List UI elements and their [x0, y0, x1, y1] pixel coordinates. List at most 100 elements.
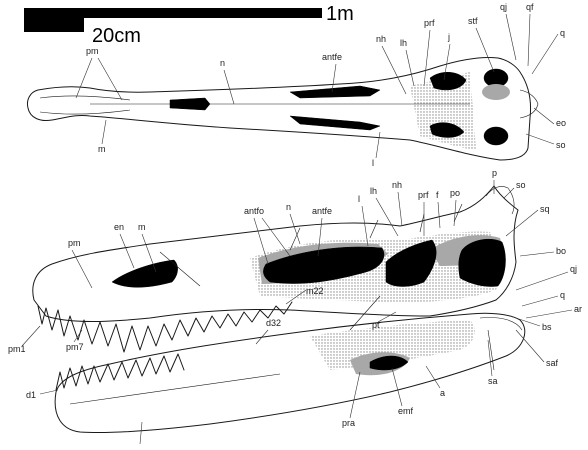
scale-bar-20cm	[24, 18, 84, 32]
lateral-labels: pm en m antfo n antfe l lh nh prf f po p…	[8, 168, 582, 445]
leader-lat-f	[437, 201, 441, 229]
dorsal-occipital	[519, 89, 539, 119]
label-lat-m: m	[138, 222, 146, 232]
lateral-mandibular-fenestra	[369, 355, 409, 371]
label-lat-d1: d1	[26, 390, 36, 400]
leader-dorsal-qf	[527, 13, 531, 67]
leader-lat-antfe	[317, 217, 323, 257]
leader-lat-bottom	[139, 421, 143, 445]
label-lat-qj: qj	[570, 264, 577, 274]
dorsal-labels: pm n antfe nh lh prf j stf qj qf q eo so…	[75, 2, 566, 168]
leader-lat-d1	[39, 389, 59, 395]
label-lat-l: l	[358, 194, 360, 204]
label-lat-n: n	[286, 202, 291, 212]
lateral-crest	[485, 186, 515, 215]
dorsal-stf-shade	[482, 84, 510, 100]
leader-lat-antfo-1	[253, 217, 269, 265]
leader-lat-qj	[515, 271, 569, 291]
label-lat-q: q	[560, 290, 565, 300]
leader-dorsal-m	[101, 119, 107, 145]
label-lat-nh: nh	[392, 180, 402, 190]
label-lat-bo: bo	[556, 246, 566, 256]
lateral-lower-teeth	[55, 353, 185, 391]
leader-lat-lh	[375, 197, 399, 237]
leader-lat-sq	[505, 209, 539, 237]
lateral-sutures	[159, 203, 463, 331]
dorsal-orbit-right	[429, 122, 465, 138]
label-dorsal-eo: eo	[556, 118, 566, 128]
label-lat-pm: pm	[68, 238, 81, 248]
label-lat-po: po	[450, 188, 460, 198]
dorsal-premax-suture	[39, 95, 131, 115]
leader-dorsal-so	[525, 133, 555, 145]
lateral-upper-teeth	[37, 301, 293, 353]
scale-label-1m: 1m	[326, 3, 354, 25]
label-dorsal-m: m	[98, 144, 106, 154]
dorsal-orbit-left	[429, 72, 467, 91]
label-lat-pt: pt	[372, 320, 380, 330]
leader-dorsal-pm-2	[97, 57, 123, 101]
lateral-articular	[479, 317, 523, 371]
leader-lat-l	[361, 205, 369, 247]
leader-dorsal-j	[443, 43, 451, 81]
leader-lat-po	[453, 199, 457, 227]
leader-lat-pm	[71, 249, 93, 289]
label-lat-a: a	[440, 388, 445, 398]
leader-lat-bo	[519, 251, 555, 257]
label-dorsal-n: n	[220, 58, 225, 68]
label-lat-pm7: pm7	[66, 342, 84, 352]
leader-dorsal-eo	[533, 107, 555, 125]
label-lat-lh: lh	[370, 186, 377, 196]
leader-lat-a	[425, 365, 441, 389]
label-lat-antfo: antfo	[244, 206, 264, 216]
label-dorsal-q: q	[560, 28, 565, 38]
leader-dorsal-n	[223, 69, 235, 105]
label-dorsal-pm: pm	[86, 46, 99, 56]
leader-lat-so	[503, 187, 515, 199]
leader-lat-sa	[487, 339, 493, 377]
scale-bar-group: 1m 20cm	[24, 3, 354, 47]
leader-dorsal-stf	[475, 27, 495, 73]
label-lat-emf: emf	[398, 406, 414, 416]
leader-lat-en	[119, 233, 135, 269]
label-lat-so: so	[516, 180, 526, 190]
label-lat-pra: pra	[342, 418, 355, 428]
dorsal-stf-right	[483, 126, 509, 146]
leader-dorsal-l	[375, 131, 381, 159]
label-lat-f: f	[436, 190, 439, 200]
lateral-external-naris	[111, 259, 178, 288]
leader-lat-n	[289, 213, 301, 245]
leader-dorsal-antfe	[331, 63, 337, 93]
label-lat-sa: sa	[488, 376, 498, 386]
label-dorsal-j: j	[447, 32, 450, 42]
label-lat-saf: saf	[546, 358, 559, 368]
leader-dorsal-qj	[505, 13, 517, 61]
dorsal-narial-opening	[169, 97, 211, 111]
leader-dorsal-prf	[423, 29, 431, 87]
lateral-infratemporal-fenestra	[458, 239, 506, 287]
label-dorsal-so: so	[556, 140, 566, 150]
dorsal-skull-outline	[27, 57, 531, 161]
lateral-orbit	[385, 239, 437, 287]
dorsal-antorbital-fenestra-left	[289, 85, 381, 99]
label-lat-ar: ar	[574, 304, 582, 314]
leader-lat-d32	[255, 329, 269, 345]
label-dorsal-prf: prf	[424, 18, 435, 28]
label-lat-prf: prf	[418, 190, 429, 200]
leader-dorsal-q	[531, 33, 559, 75]
label-lat-m22: m22	[306, 286, 324, 296]
dorsal-view	[27, 57, 539, 161]
label-lat-bs: bs	[542, 322, 552, 332]
label-dorsal-stf: stf	[468, 16, 478, 26]
leader-lat-nh	[397, 191, 403, 227]
leader-dorsal-nh	[381, 45, 407, 95]
label-dorsal-antfe: antfe	[322, 52, 342, 62]
leader-lat-pm7	[73, 329, 83, 343]
label-lat-pm1: pm1	[8, 344, 26, 354]
leader-lat-antfo-2	[261, 217, 291, 257]
lateral-view	[32, 185, 526, 434]
label-lat-p: p	[492, 168, 497, 178]
label-lat-en: en	[114, 222, 124, 232]
